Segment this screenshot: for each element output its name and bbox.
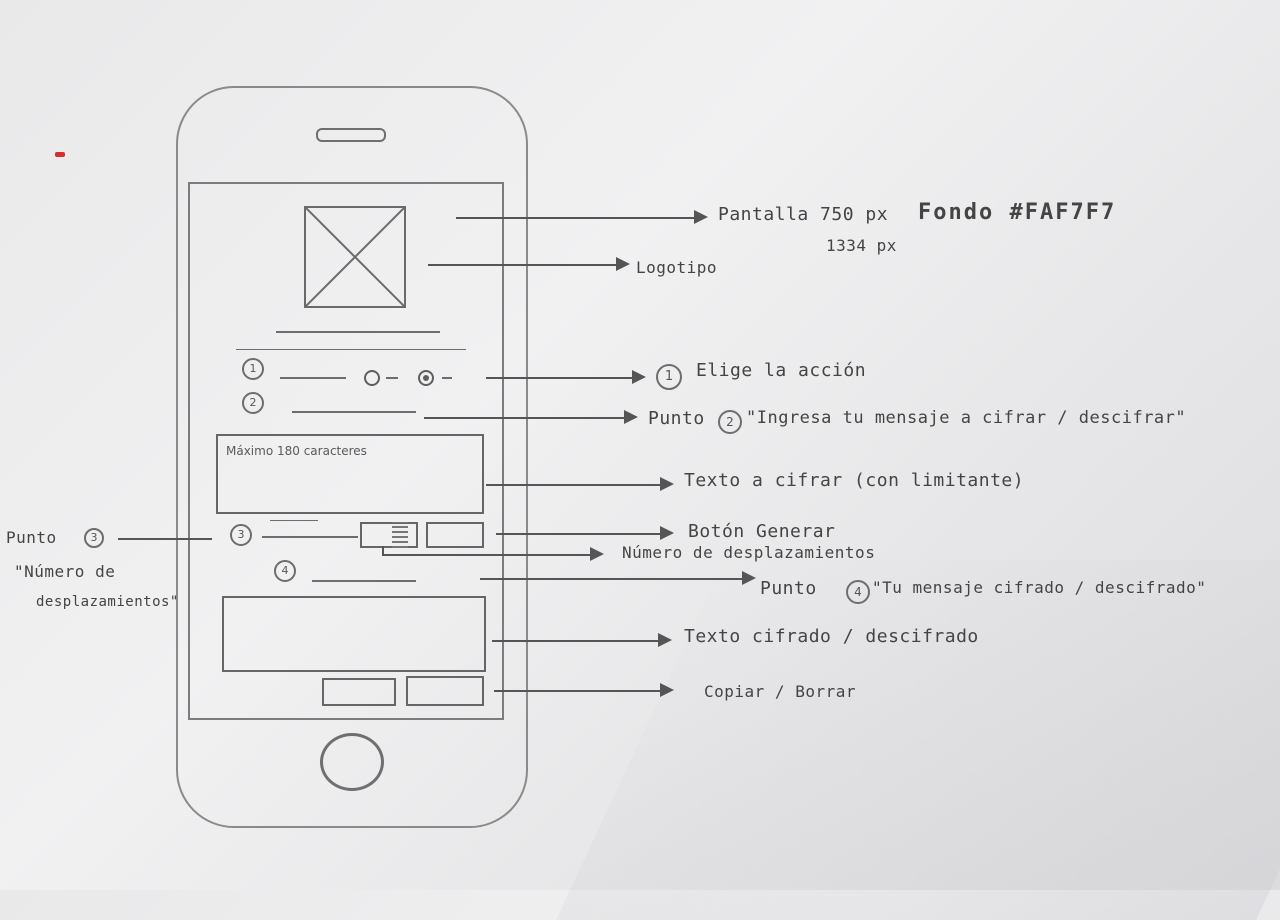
shift-number-input[interactable] bbox=[360, 522, 418, 548]
annotation-numero-desplazamientos: Número de desplazamientos bbox=[622, 543, 876, 562]
annotation-punto3-line1: "Número de bbox=[14, 562, 116, 581]
arrowhead-pantalla bbox=[694, 210, 708, 224]
annotation-punto3-line2: desplazamientos" bbox=[36, 594, 179, 610]
step-4-marker: 4 bbox=[274, 560, 296, 582]
copy-button[interactable] bbox=[322, 678, 396, 706]
annotation-punto4-prefix: Punto bbox=[760, 578, 817, 599]
arrow-desplazamientos bbox=[382, 554, 592, 556]
arrow-logotipo bbox=[428, 264, 618, 266]
arrowhead-punto2 bbox=[624, 410, 638, 424]
annotation-1-number: 1 bbox=[664, 369, 674, 384]
arrow-texto-cifrar bbox=[486, 484, 662, 486]
radio-descifrar[interactable] bbox=[418, 370, 434, 386]
annotation-pantalla-height: 1334 px bbox=[826, 236, 897, 255]
annotation-logotipo: Logotipo bbox=[636, 258, 718, 277]
arrowhead-texto-cifrado bbox=[658, 633, 672, 647]
arrow-punto3 bbox=[118, 538, 212, 540]
arrowhead-elige bbox=[632, 370, 646, 384]
annotation-punto2-text: "Ingresa tu mensaje a cifrar / descifrar… bbox=[746, 408, 1187, 428]
annotation-2-marker: 2 bbox=[718, 410, 742, 434]
phone-screen bbox=[188, 182, 504, 720]
radio-descifrar-label bbox=[442, 377, 452, 379]
radio-cifrar-label bbox=[386, 377, 398, 379]
step-4-label-line bbox=[312, 580, 416, 582]
home-button[interactable] bbox=[320, 733, 384, 791]
paper-shadow bbox=[556, 560, 1280, 920]
annotation-punto2-prefix: Punto bbox=[648, 408, 705, 429]
result-output bbox=[222, 596, 486, 672]
annotation-4-number: 4 bbox=[854, 585, 862, 599]
annotation-pantalla: Pantalla 750 px bbox=[718, 204, 889, 225]
annotation-fondo: Fondo #FAF7F7 bbox=[918, 200, 1117, 225]
section-divider bbox=[236, 349, 466, 350]
arrowhead-copiar bbox=[660, 683, 674, 697]
arrowhead-desplazamientos bbox=[590, 547, 604, 561]
arrow-copiar bbox=[494, 690, 662, 692]
message-input[interactable]: Máximo 180 caracteres bbox=[216, 434, 484, 514]
annotation-copiar-borrar: Copiar / Borrar bbox=[704, 682, 856, 701]
arrow-generar bbox=[496, 533, 662, 535]
logo-placeholder bbox=[304, 206, 406, 308]
arrowhead-texto-cifrar bbox=[660, 477, 674, 491]
annotation-texto-cifrar: Texto a cifrar (con limitante) bbox=[684, 470, 1025, 491]
step-1-label-line bbox=[280, 377, 346, 379]
phone-outline bbox=[176, 86, 528, 828]
logo-underline bbox=[276, 331, 440, 333]
red-pen-mark bbox=[55, 152, 65, 157]
step-3-label-line-top bbox=[270, 520, 318, 521]
radio-cifrar[interactable] bbox=[364, 370, 380, 386]
arrow-pantalla bbox=[456, 217, 696, 219]
arrow-texto-cifrado bbox=[492, 640, 660, 642]
arrowhead-punto4 bbox=[742, 571, 756, 585]
step-4-number: 4 bbox=[281, 564, 289, 577]
image-placeholder-icon bbox=[306, 208, 404, 306]
step-3-marker: 3 bbox=[230, 524, 252, 546]
arrow-punto4 bbox=[480, 578, 744, 580]
step-1-marker: 1 bbox=[242, 358, 264, 380]
annotation-punto4-text: "Tu mensaje cifrado / descifrado" bbox=[872, 578, 1207, 597]
annotation-3-marker: 3 bbox=[84, 528, 104, 548]
phone-speaker bbox=[316, 128, 386, 142]
step-2-number: 2 bbox=[249, 396, 257, 409]
generate-button[interactable] bbox=[426, 522, 484, 548]
arrow-elige bbox=[486, 377, 634, 379]
annotation-texto-cifrado: Texto cifrado / descifrado bbox=[684, 626, 979, 647]
step-3-label-line bbox=[262, 536, 358, 538]
annotation-2-number: 2 bbox=[726, 415, 734, 429]
annotation-punto3-prefix: Punto bbox=[6, 528, 57, 547]
arrow-punto2 bbox=[424, 417, 626, 419]
arrow-desplaz-stem bbox=[382, 546, 384, 554]
step-1-number: 1 bbox=[249, 362, 257, 375]
step-3-number: 3 bbox=[237, 528, 245, 541]
arrowhead-logotipo bbox=[616, 257, 630, 271]
step-2-label-line bbox=[292, 411, 416, 413]
step-2-marker: 2 bbox=[242, 392, 264, 414]
arrowhead-generar bbox=[660, 526, 674, 540]
annotation-3-number: 3 bbox=[90, 531, 98, 544]
annotation-1-marker: 1 bbox=[656, 364, 682, 390]
stepper-control[interactable] bbox=[392, 522, 408, 548]
delete-button[interactable] bbox=[406, 676, 484, 706]
annotation-4-marker: 4 bbox=[846, 580, 870, 604]
message-input-placeholder: Máximo 180 caracteres bbox=[226, 444, 367, 458]
annotation-elige-accion: Elige la acción bbox=[696, 360, 867, 381]
annotation-boton-generar: Botón Generar bbox=[688, 521, 836, 542]
